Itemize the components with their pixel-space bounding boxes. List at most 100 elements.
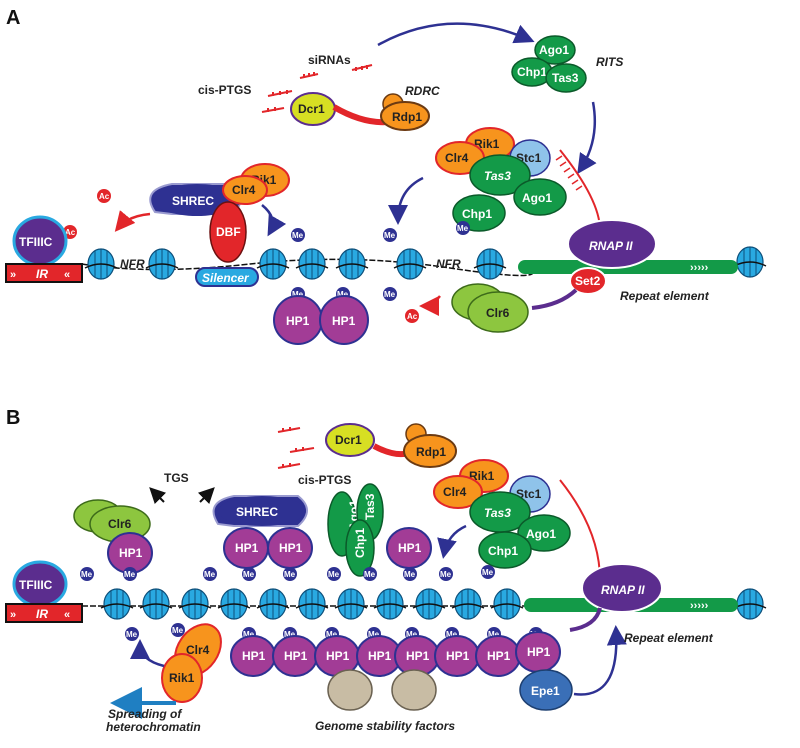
panel-a: A siRNAs cis-PTGS Dcr1 RDRC Rdp1 Ago1 bbox=[5, 7, 767, 345]
panel-b-letter: B bbox=[6, 407, 20, 429]
spreading-label-2: heterochromatin bbox=[106, 720, 201, 734]
svg-text:SHREC: SHREC bbox=[236, 505, 278, 519]
me-badges-b-top: Me Me Me Me Me Me Me Me Me Me bbox=[80, 565, 495, 581]
svg-text:DBF: DBF bbox=[216, 225, 241, 239]
spreading-label-1: Spreading of bbox=[108, 707, 182, 721]
svg-text:HP1: HP1 bbox=[398, 541, 422, 555]
svg-text:Tas3: Tas3 bbox=[484, 506, 511, 520]
svg-text:HP1: HP1 bbox=[332, 314, 356, 328]
tfiiic-a: TFIIIC bbox=[12, 215, 68, 267]
arrow-spreading-up bbox=[130, 639, 165, 668]
svg-text:RNAP II: RNAP II bbox=[589, 239, 633, 253]
tgs-arrow-right bbox=[197, 487, 215, 505]
hp1-pair-b: HP1 HP1 bbox=[223, 527, 313, 569]
sirnas-label: siRNAs bbox=[308, 53, 351, 67]
arrow-rits-down bbox=[577, 101, 597, 175]
svg-text:Rik1: Rik1 bbox=[469, 469, 495, 483]
tgs-arrow-left bbox=[149, 487, 167, 505]
genome-stability-label: Genome stability factors bbox=[315, 719, 455, 733]
cis-ptgs-label-a: cis-PTGS bbox=[198, 83, 251, 97]
svg-text:Ac: Ac bbox=[407, 312, 418, 321]
clr6-a: Clr6 bbox=[451, 283, 529, 333]
svg-text:Set2: Set2 bbox=[575, 274, 601, 288]
ctd-tail-a bbox=[531, 288, 578, 310]
ac-badge-1: Ac bbox=[97, 189, 111, 203]
rna-ticks-a bbox=[555, 155, 583, 191]
tfiiic-b: TFIIIC bbox=[12, 560, 68, 608]
arrow-epe1-rnap bbox=[573, 625, 627, 696]
svg-text:Chp1: Chp1 bbox=[353, 528, 367, 558]
ir-element-b: IR » « bbox=[5, 603, 83, 623]
nfr-label-2: NFR bbox=[436, 257, 461, 271]
svg-text:IR: IR bbox=[36, 267, 48, 281]
genome-stability-factors bbox=[327, 669, 437, 711]
svg-text:Rik1: Rik1 bbox=[474, 137, 500, 151]
svg-text:Rdp1: Rdp1 bbox=[392, 110, 422, 124]
svg-text:Me: Me bbox=[126, 630, 138, 639]
svg-text:Clr4: Clr4 bbox=[445, 151, 469, 165]
svg-text:Me: Me bbox=[337, 290, 349, 299]
svg-text:Dcr1: Dcr1 bbox=[298, 102, 325, 116]
dcr1-b: Dcr1 bbox=[325, 423, 375, 457]
svg-text:IR: IR bbox=[36, 607, 48, 621]
tas3-a: Tas3 bbox=[469, 154, 531, 196]
svg-text:Ac: Ac bbox=[65, 228, 76, 237]
svg-text:Me: Me bbox=[404, 570, 416, 579]
svg-text:Me: Me bbox=[406, 630, 418, 639]
svg-text:Tas3: Tas3 bbox=[363, 493, 377, 520]
svg-text:HP1: HP1 bbox=[119, 546, 143, 560]
hp1-b-mid: HP1 bbox=[386, 527, 432, 569]
dbf-a: DBF bbox=[209, 201, 247, 263]
rits-complex-top: Ago1 Chp1 Tas3 bbox=[511, 35, 587, 93]
sirna-fragments-b bbox=[277, 427, 315, 469]
rdp1-b: Rdp1 bbox=[403, 423, 457, 468]
svg-text:Ago1: Ago1 bbox=[522, 191, 552, 205]
svg-text:HP1: HP1 bbox=[279, 541, 303, 555]
svg-text:Chp1: Chp1 bbox=[517, 65, 547, 79]
svg-text:Rdp1: Rdp1 bbox=[416, 445, 446, 459]
svg-text:Me: Me bbox=[284, 570, 296, 579]
svg-text:»: » bbox=[10, 269, 16, 281]
ctd-tail-b bbox=[569, 607, 602, 632]
arrow-clr6-deacetyl bbox=[419, 295, 441, 316]
svg-text:Dcr1: Dcr1 bbox=[335, 433, 362, 447]
panel-a-letter: A bbox=[6, 7, 20, 29]
svg-text:Me: Me bbox=[482, 568, 494, 577]
svg-text:Ac: Ac bbox=[99, 192, 110, 201]
svg-text:Me: Me bbox=[81, 570, 93, 579]
cis-ptgs-label-b: cis-PTGS bbox=[298, 473, 351, 487]
rnap2-a: RNAP II bbox=[567, 219, 657, 269]
hp1-row-b: HP1 HP1 HP1 HP1 HP1 HP1 HP1 HP1 bbox=[230, 631, 561, 677]
svg-text:Me: Me bbox=[328, 570, 340, 579]
svg-text:Me: Me bbox=[243, 570, 255, 579]
svg-text:HP1: HP1 bbox=[487, 649, 511, 663]
svg-text:Chp1: Chp1 bbox=[462, 207, 492, 221]
svg-text:RNAP II: RNAP II bbox=[601, 583, 645, 597]
svg-text:Me: Me bbox=[326, 630, 338, 639]
svg-text:Ago1: Ago1 bbox=[539, 43, 569, 57]
svg-text:Me: Me bbox=[364, 570, 376, 579]
clr4-rik1-shrec-a: Rik1 Clr4 bbox=[222, 163, 290, 205]
svg-text:Me: Me bbox=[368, 630, 380, 639]
svg-text:Stc1: Stc1 bbox=[516, 487, 542, 501]
svg-text:HP1: HP1 bbox=[286, 314, 310, 328]
svg-text:HP1: HP1 bbox=[242, 649, 266, 663]
svg-text:Me: Me bbox=[457, 224, 469, 233]
shrec-b: SHREC bbox=[212, 495, 308, 527]
clr4-rik1-b: Rik1 Clr4 bbox=[433, 459, 509, 509]
svg-text:HP1: HP1 bbox=[527, 645, 551, 659]
repeat-element-label-a: Repeat element bbox=[620, 289, 710, 303]
svg-text:Clr4: Clr4 bbox=[232, 183, 256, 197]
dcr1-a: Dcr1 bbox=[290, 92, 336, 126]
clr4-rik1-spreading: Clr4 Rik1 bbox=[161, 623, 222, 703]
svg-text:Me: Me bbox=[243, 630, 255, 639]
arrow-to-rits bbox=[377, 22, 535, 47]
svg-text:«: « bbox=[64, 269, 70, 281]
svg-text:Ago1: Ago1 bbox=[526, 527, 556, 541]
ago1-a: Ago1 bbox=[513, 178, 567, 216]
chp1-b: Chp1 bbox=[478, 531, 532, 569]
svg-text:›››››: ››››› bbox=[690, 600, 709, 612]
svg-text:Me: Me bbox=[292, 231, 304, 240]
tgs-label: TGS bbox=[164, 471, 189, 485]
